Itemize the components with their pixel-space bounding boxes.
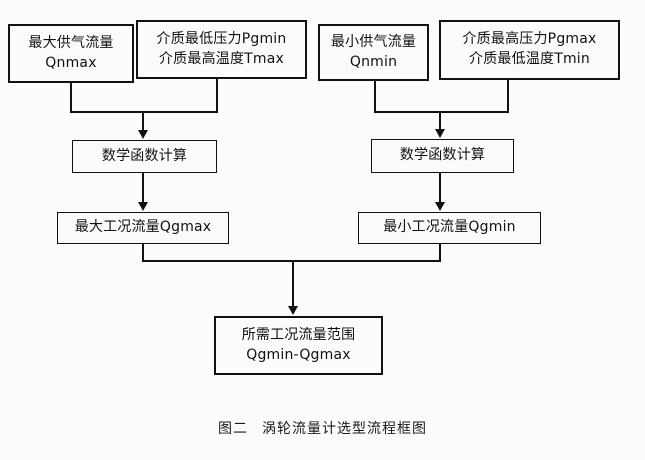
- connector-bottom-merge-bar: [142, 260, 441, 262]
- node-line: 介质最低温度Tmin: [469, 51, 590, 67]
- figure-caption-label: 图二: [218, 421, 248, 437]
- node-math-function-calc-right: 数学函数计算: [371, 139, 514, 173]
- connector-pgmax-down: [507, 80, 509, 113]
- node-line: 所需工况流量范围: [241, 326, 356, 343]
- node-line: 介质最低压力Pgmin: [156, 30, 287, 47]
- figure-caption-title: 涡轮流量计选型流程框图: [262, 421, 427, 437]
- node-line: Qnmin: [349, 53, 398, 70]
- arrowhead-to-qgmax: [138, 202, 148, 211]
- connector-pgmin-down: [216, 79, 218, 113]
- node-min-working-flow: 最小工况流量Qgmin: [358, 212, 541, 244]
- node-line: 最大工况流量Qgmax: [74, 219, 212, 236]
- node-line: Qgmin-Qgmax: [246, 346, 351, 363]
- connector-right-merge-stem: [439, 111, 441, 130]
- arrowhead-to-calc-right: [435, 129, 445, 138]
- connector-right-merge-bar: [374, 111, 509, 113]
- node-line: 最小工况流量Qgmin: [383, 219, 516, 236]
- connector-qgmax-down: [142, 244, 144, 262]
- node-line: 最大供气流量: [28, 34, 114, 51]
- connector-calc-left-to-qgmax: [142, 173, 144, 203]
- connector-qgmin-down: [439, 244, 441, 262]
- node-line: 介质最高压力Pgmax: [462, 31, 597, 48]
- arrowhead-to-calc-left: [138, 130, 148, 139]
- node-line: 最小供气流量: [330, 33, 417, 50]
- connector-calc-right-to-qgmin: [439, 173, 441, 203]
- node-min-pressure-max-temp: 介质最低压力Pgmin 介质最高温度Tmax: [136, 20, 307, 79]
- node-line: 数学函数计算: [101, 147, 188, 164]
- arrowhead-to-qgmin: [435, 202, 445, 211]
- figure-caption: 图二涡轮流量计选型流程框图: [0, 418, 645, 438]
- node-line: Qnmax: [45, 54, 97, 71]
- connector-left-merge-bar: [70, 111, 218, 113]
- node-required-working-flow-range: 所需工况流量范围 Qgmin-Qgmax: [214, 316, 383, 375]
- arrowhead-to-result: [288, 306, 298, 315]
- connector-bottom-merge-stem: [292, 260, 294, 308]
- node-min-supply-flow: 最小供气流量 Qnmin: [318, 24, 429, 81]
- node-line: 数学函数计算: [399, 147, 486, 164]
- connector-qnmin-down: [374, 81, 376, 113]
- node-max-working-flow: 最大工况流量Qgmax: [57, 212, 229, 244]
- node-line: 介质最高温度Tmax: [158, 50, 285, 67]
- node-max-pressure-min-temp: 介质最高压力Pgmax 介质最低温度Tmin: [439, 20, 620, 80]
- connector-qnmax-down: [70, 83, 72, 113]
- node-math-function-calc-left: 数学函数计算: [72, 140, 217, 173]
- node-max-supply-flow: 最大供气流量 Qnmax: [8, 24, 134, 83]
- connector-left-merge-stem: [142, 111, 144, 131]
